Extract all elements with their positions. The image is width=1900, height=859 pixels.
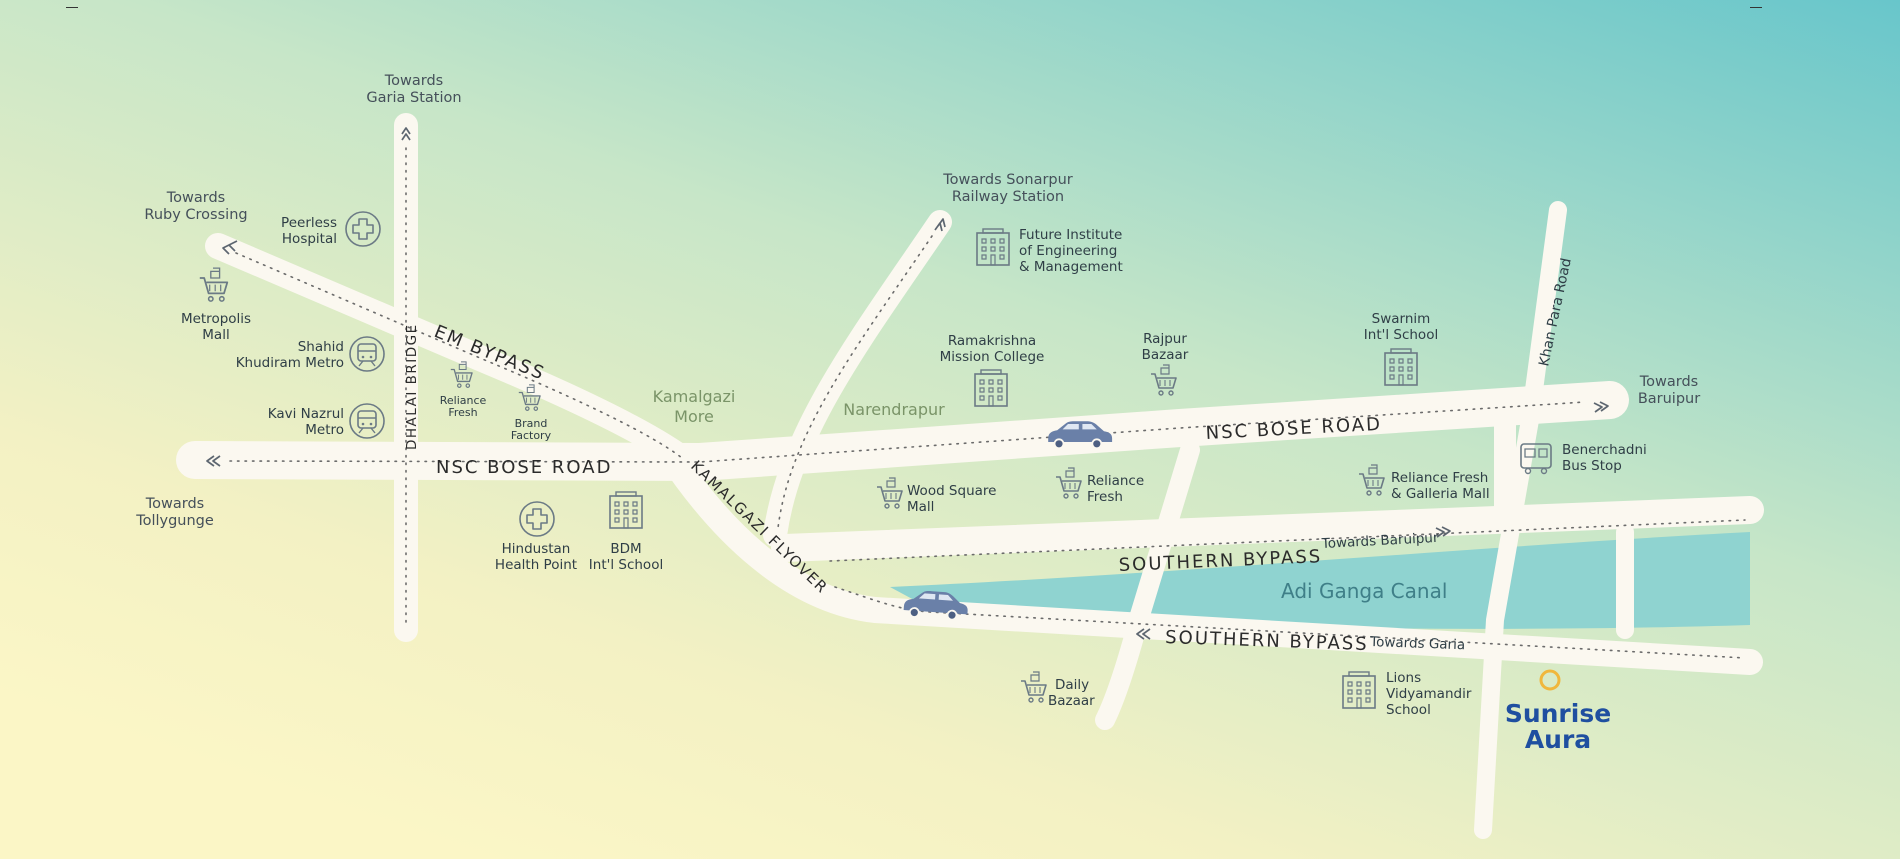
landmark-kavi-metro-l1: Kavi Nazrul [268,406,344,422]
road-kamalgazi-flyover [657,442,1763,675]
project-location-marker [1539,669,1561,691]
landmark-ramakrishna-l2: Mission College [940,349,1045,365]
arrow-southern-west [1136,628,1151,640]
landmark-metropolis-l2: Mall [202,327,229,343]
towards-sonarpur-l1: Towards Sonarpur [942,172,1073,188]
towards-ruby-l2: Ruby Crossing [144,207,247,223]
project-name-l1: Sunrise [1505,699,1611,728]
arrow-baruipur [1593,401,1609,413]
landmark-swarnim-l2: Int'l School [1364,327,1438,343]
arrow-sonarpur [934,218,946,232]
towards-garia-l1: Towards [384,73,443,89]
landmark-rajpur-l1: Rajpur [1143,331,1187,347]
towards-sonarpur-l2: Railway Station [952,189,1064,205]
road-dir-southern-top: Towards Baruipur [1320,530,1439,552]
area-kamalgazi-l1: Kamalgazi [653,387,736,406]
landmark-reliance-w-l2: Fresh [448,406,477,419]
towards-baruipur-l1: Towards [1639,374,1698,390]
landmark-benerchadni-l2: Bus Stop [1562,458,1622,474]
landmark-wood-square-l2: Mall [907,499,934,515]
landmark-daily-bazaar-l2: Bazaar [1048,693,1095,709]
landmark-lions-l1: Lions [1386,670,1421,686]
corner-mark-left [66,7,78,8]
landmark-reliance-c-l2: Fresh [1087,489,1123,505]
landmark-reliance-c-l1: Reliance [1087,473,1144,489]
arrow-north-dhalai [401,127,411,141]
landmark-hindustan-l1: Hindustan [502,541,571,557]
landmark-rajpur-l2: Bazaar [1142,347,1189,363]
road-southern-bypass-top [771,496,1764,562]
road-label-nsc-west: NSC BOSE ROAD [436,457,612,478]
road-label-dhalai: DHALAI BRIDGE [404,323,420,450]
road-rajpur-link [1095,440,1200,730]
landmark-kavi-metro-l2: Metro [305,422,344,438]
landmark-brand-factory-l1: Brand [515,417,548,430]
landmark-daily-bazaar-l1: Daily [1055,677,1089,693]
canal-label: Adi Ganga Canal [1281,579,1447,603]
landmark-lions-l2: Vidyamandir [1386,686,1472,702]
towards-tollygunge-l2: Tollygunge [135,513,214,529]
landmark-peerless-l1: Peerless [281,215,337,231]
landmark-metropolis-l1: Metropolis [181,311,251,327]
towards-baruipur-l2: Baruipur [1638,391,1700,407]
landmark-reliance-galleria-l2: & Galleria Mall [1391,486,1490,502]
road-sonarpur [763,210,952,547]
landmark-wood-square-l1: Wood Square [907,483,996,499]
landmark-future-l3: & Management [1019,259,1123,275]
area-kamalgazi-l2: More [674,407,714,426]
landmark-shahid-metro-l1: Shahid [298,339,344,355]
area-narendrapur: Narendrapur [843,400,945,419]
project-name-l2: Aura [1525,725,1591,754]
arrow-tollygunge [206,455,221,467]
landmark-future-l2: of Engineering [1019,243,1117,259]
arrow-southern-east [1435,526,1451,538]
towards-ruby-l1: Towards [166,190,225,206]
arrow-ruby [222,240,238,255]
landmark-ramakrishna-l1: Ramakrishna [948,333,1036,349]
landmark-reliance-w-l1: Reliance [440,394,487,407]
road-dir-southern-bottom: Towards Garia [1369,634,1466,653]
direction-arrows [206,127,1609,640]
canal-water [890,532,1750,629]
landmark-peerless-l2: Hospital [282,231,337,247]
landmark-hindustan-l2: Health Point [495,557,577,573]
landmark-bdm-l2: Int'l School [589,557,663,573]
landmark-bdm-l1: BDM [610,541,641,557]
landmark-brand-factory-l2: Factory [511,429,552,442]
landmark-future-l1: Future Institute [1019,227,1122,243]
landmark-benerchadni-l1: Benerchadni [1562,442,1647,458]
towards-tollygunge-l1: Towards [145,496,204,512]
landmark-swarnim-l1: Swarnim [1372,311,1431,327]
landmark-shahid-metro-l2: Khudiram Metro [236,355,344,371]
corner-mark-right [1750,7,1762,8]
landmark-reliance-galleria-l1: Reliance Fresh [1391,470,1488,486]
towards-garia-l2: Garia Station [366,90,461,106]
road-centerlines [229,147,1746,659]
landmark-lions-l3: School [1386,702,1431,718]
